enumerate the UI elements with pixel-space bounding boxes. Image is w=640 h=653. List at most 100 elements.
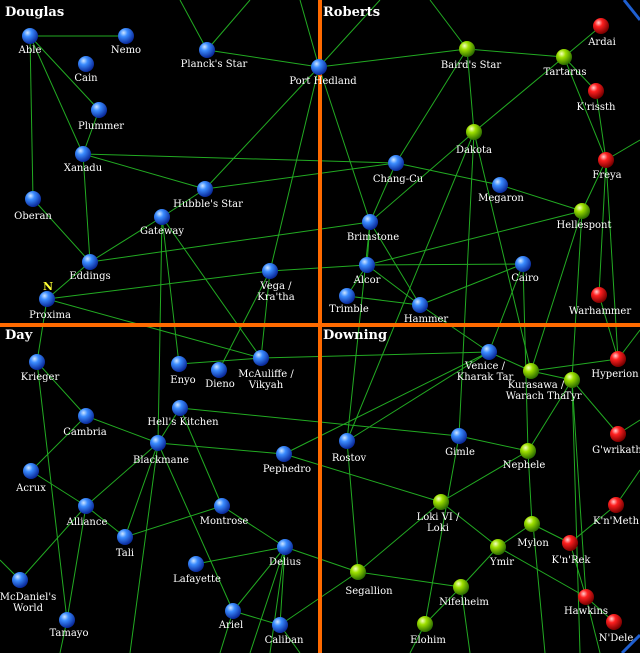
system-marker-green[interactable] xyxy=(520,443,536,459)
system-marker-blue[interactable] xyxy=(154,209,170,225)
system-brimstone[interactable]: Brimstone xyxy=(347,214,399,243)
system-marker-red[interactable] xyxy=(591,287,607,303)
system-knrek[interactable]: K'n'Rek xyxy=(552,535,592,566)
system-proxima[interactable]: Proxima xyxy=(29,291,71,321)
system-marker-blue[interactable] xyxy=(211,362,227,378)
system-marker-blue[interactable] xyxy=(197,181,213,197)
system-marker-blue[interactable] xyxy=(172,400,188,416)
system-nephele[interactable]: Nephele xyxy=(503,443,546,471)
system-marker-blue[interactable] xyxy=(492,177,508,193)
system-bairds[interactable]: Baird's Star xyxy=(441,41,502,71)
system-marker-blue[interactable] xyxy=(25,191,41,207)
system-marker-blue[interactable] xyxy=(362,214,378,230)
system-acrux[interactable]: Acrux xyxy=(15,463,46,494)
system-marker-green[interactable] xyxy=(453,579,469,595)
system-marker-blue[interactable] xyxy=(277,539,293,555)
system-marker-red[interactable] xyxy=(610,426,626,442)
system-marker-red[interactable] xyxy=(588,83,604,99)
system-vega[interactable]: Vega /Kra'tha xyxy=(257,263,295,303)
system-marker-blue[interactable] xyxy=(29,354,45,370)
system-marker-blue[interactable] xyxy=(214,498,230,514)
system-caliban[interactable]: Caliban xyxy=(265,617,304,646)
system-marker-red[interactable] xyxy=(598,152,614,168)
system-tamayo[interactable]: Tamayo xyxy=(50,612,89,639)
system-tartarus[interactable]: Tartarus xyxy=(544,49,587,78)
system-marker-blue[interactable] xyxy=(481,344,497,360)
system-ardai[interactable]: Ardai xyxy=(587,18,616,48)
system-marker-green[interactable] xyxy=(490,539,506,555)
system-megaron[interactable]: Megaron xyxy=(478,177,524,204)
system-alcor[interactable]: Alcor xyxy=(353,257,381,286)
system-plummer[interactable]: Plummer xyxy=(78,102,124,132)
system-hyperion[interactable]: Hyperion xyxy=(591,351,639,380)
system-lafayette[interactable]: Lafayette xyxy=(173,556,221,585)
system-marker-blue[interactable] xyxy=(171,356,187,372)
system-marker-blue[interactable] xyxy=(339,433,355,449)
system-marker-blue[interactable] xyxy=(39,291,55,307)
system-marker-red[interactable] xyxy=(606,614,622,630)
system-marker-blue[interactable] xyxy=(23,463,39,479)
system-trimble[interactable]: Trimble xyxy=(329,288,369,315)
system-ndele[interactable]: N'Dele xyxy=(599,614,634,644)
system-marker-green[interactable] xyxy=(417,616,433,632)
system-marker-blue[interactable] xyxy=(253,350,269,366)
system-marker-blue[interactable] xyxy=(262,263,278,279)
system-able[interactable]: Able xyxy=(18,28,42,56)
system-marker-red[interactable] xyxy=(562,535,578,551)
system-marker-blue[interactable] xyxy=(118,28,134,44)
system-marker-blue[interactable] xyxy=(311,59,327,75)
system-mylon[interactable]: Mylon xyxy=(517,516,549,549)
system-warhammer[interactable]: Warhammer xyxy=(569,287,631,317)
system-hawkins[interactable]: Hawkins xyxy=(564,589,608,617)
system-marker-green[interactable] xyxy=(433,494,449,510)
system-alliance[interactable]: Alliance xyxy=(66,498,108,528)
system-changcu[interactable]: Chang-Cu xyxy=(373,155,424,185)
system-oberan[interactable]: Oberan xyxy=(14,191,52,222)
system-porthedland[interactable]: Port Hedland xyxy=(289,59,357,87)
system-marker-blue[interactable] xyxy=(78,498,94,514)
system-delius[interactable]: Delius xyxy=(269,539,301,568)
system-marker-blue[interactable] xyxy=(272,617,288,633)
system-loki[interactable]: Loki VI /Loki xyxy=(417,494,460,534)
system-hellespont[interactable]: Hellespont xyxy=(557,203,612,231)
system-elohim[interactable]: Elohim xyxy=(410,616,446,646)
system-rostov[interactable]: Rostov xyxy=(332,433,367,464)
system-kurasawa[interactable]: Kurasawa /Warach Tha xyxy=(506,363,566,402)
system-marker-red[interactable] xyxy=(608,497,624,513)
system-nifelheim[interactable]: Nifelheim xyxy=(439,579,489,608)
system-dieno[interactable]: Dieno xyxy=(205,362,235,390)
system-hellskitchen[interactable]: Hell's Kitchen xyxy=(147,400,219,428)
system-venice[interactable]: Venice /Kharak Tar xyxy=(457,344,514,383)
system-segallion[interactable]: Segallion xyxy=(345,564,393,597)
system-freya[interactable]: Freya xyxy=(592,152,622,181)
system-marker-blue[interactable] xyxy=(91,102,107,118)
system-gateway[interactable]: Gateway xyxy=(140,209,184,237)
system-cain[interactable]: Cain xyxy=(74,56,98,84)
system-marker-blue[interactable] xyxy=(82,254,98,270)
system-xanadu[interactable]: Xanadu xyxy=(64,146,103,174)
system-nemo[interactable]: Nemo xyxy=(111,28,141,56)
system-hubbles[interactable]: Hubble's Star xyxy=(173,181,243,210)
system-marker-blue[interactable] xyxy=(12,572,28,588)
system-marker-green[interactable] xyxy=(459,41,475,57)
system-marker-blue[interactable] xyxy=(117,529,133,545)
system-marker-blue[interactable] xyxy=(515,256,531,272)
system-tali[interactable]: Tali xyxy=(116,529,134,559)
system-marker-blue[interactable] xyxy=(59,612,75,628)
system-pephedro[interactable]: Pephedro xyxy=(263,446,311,475)
system-marker-blue[interactable] xyxy=(150,435,166,451)
system-marker-blue[interactable] xyxy=(188,556,204,572)
system-montrose[interactable]: Montrose xyxy=(200,498,249,527)
system-marker-blue[interactable] xyxy=(225,603,241,619)
system-marker-blue[interactable] xyxy=(359,257,375,273)
system-marker-green[interactable] xyxy=(466,124,482,140)
system-ariel[interactable]: Ariel xyxy=(218,603,243,631)
system-gwrikath[interactable]: G'wrikath xyxy=(592,426,640,456)
system-marker-green[interactable] xyxy=(564,372,580,388)
system-krieger[interactable]: Krieger xyxy=(21,354,60,383)
system-marker-red[interactable] xyxy=(578,589,594,605)
system-blackmane[interactable]: Blackmane xyxy=(133,435,189,466)
system-ymir[interactable]: Ymir xyxy=(489,539,514,568)
system-marker-green[interactable] xyxy=(524,516,540,532)
